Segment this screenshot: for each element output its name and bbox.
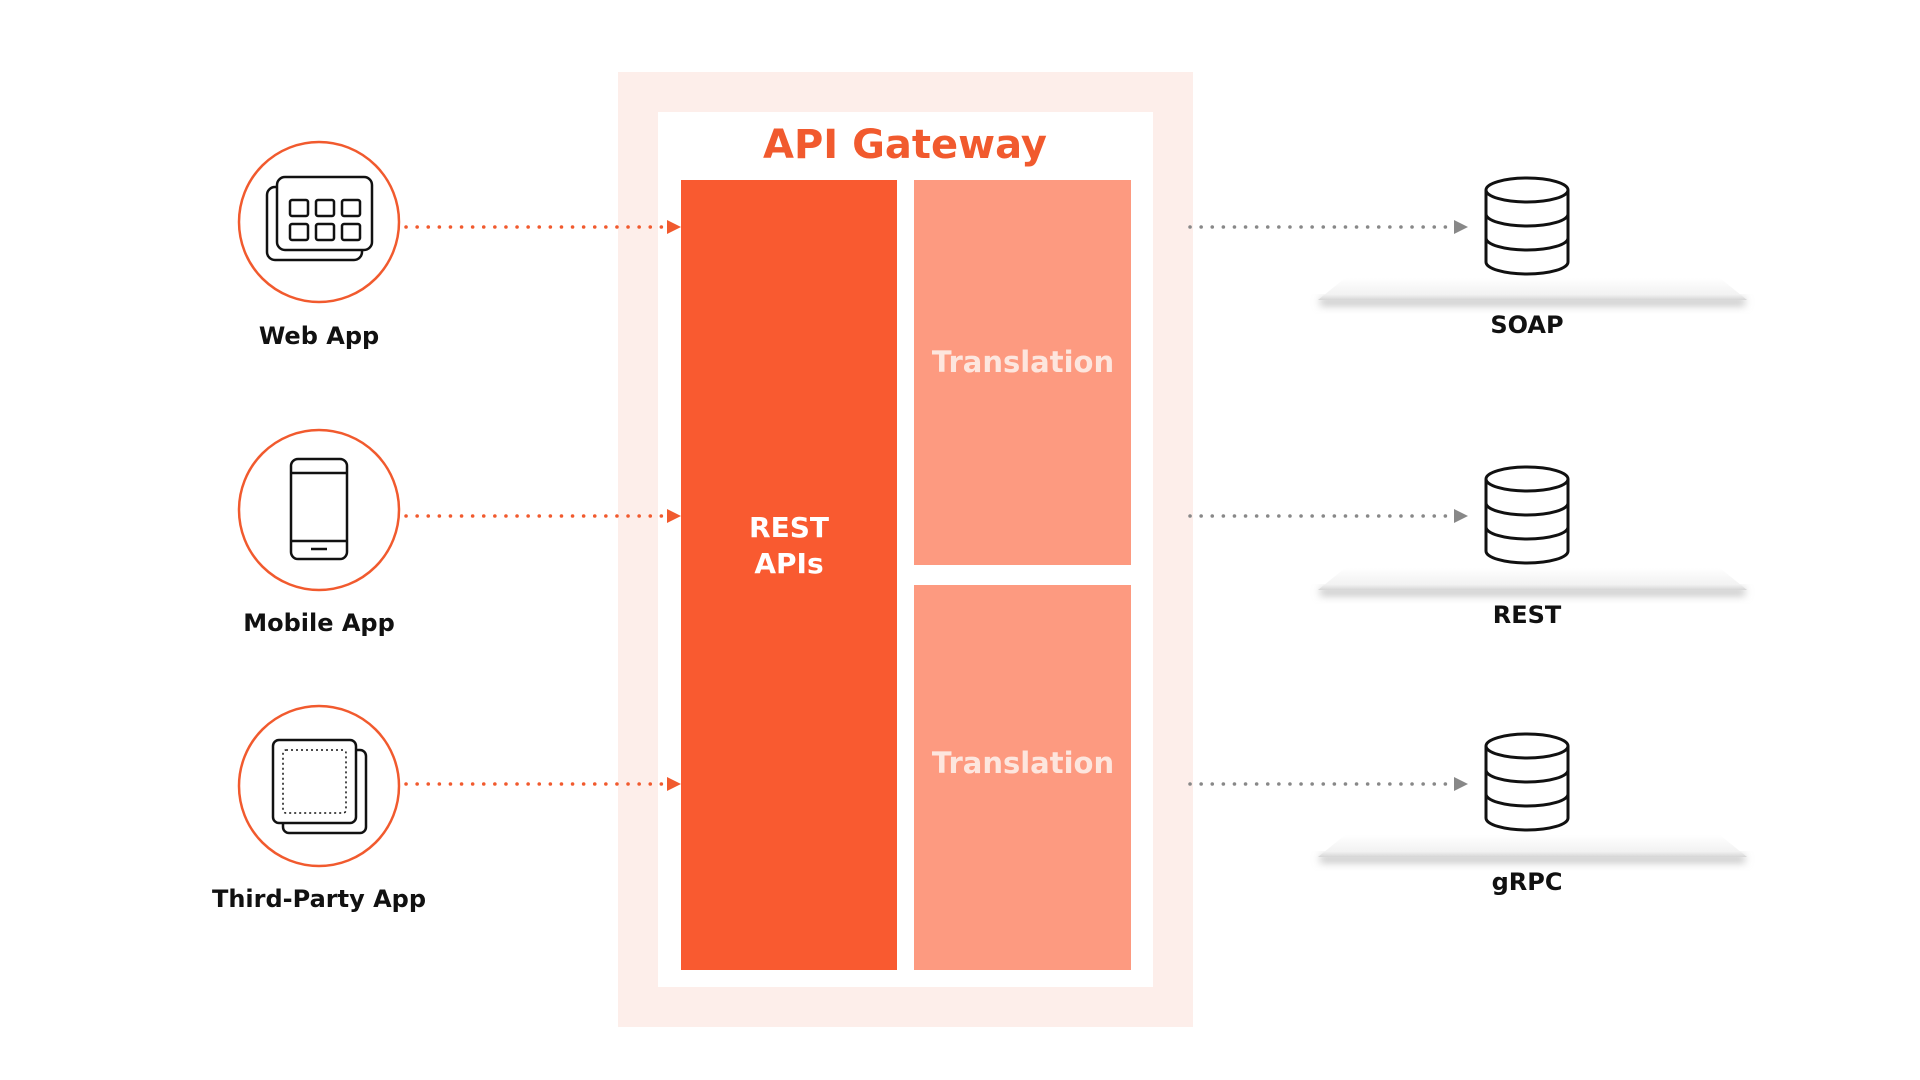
mobile-app-icon-circle [237, 428, 401, 592]
rest-label: REST [1493, 601, 1562, 629]
arrowhead-icon [667, 509, 681, 523]
database-icon [1484, 465, 1570, 565]
translation-block-top: Translation [914, 180, 1131, 565]
rest-apis-label-line1: REST [749, 511, 829, 544]
arrowhead-icon [667, 777, 681, 791]
translation-block-top-bg [914, 180, 1131, 565]
third-party-app-icon [271, 738, 368, 835]
connector-mobile-app [404, 509, 681, 523]
client-third-party-app: Third-Party App [212, 704, 426, 913]
database-icon [1484, 732, 1570, 832]
database-icon [1484, 176, 1570, 276]
connector-grpc [1188, 777, 1468, 791]
connector-rest [1188, 509, 1468, 523]
platform-shadow [1318, 835, 1747, 863]
arrowhead-icon [1454, 220, 1468, 234]
connector-third-party-app [404, 777, 681, 791]
rest-apis-block-bg [681, 180, 897, 970]
web-app-label: Web App [259, 322, 379, 350]
rest-apis-block: REST APIs [681, 180, 897, 970]
backend-soap: SOAP [1318, 176, 1747, 339]
mobile-phone-icon [289, 457, 349, 561]
translation-label-top: Translation [932, 345, 1114, 379]
web-app-icon [265, 175, 374, 262]
translation-block-bottom-bg [914, 585, 1131, 970]
backend-connectors [1188, 220, 1468, 791]
grpc-label: gRPC [1492, 868, 1563, 896]
client-connectors [404, 220, 681, 791]
platform-shadow [1318, 278, 1747, 306]
connector-web-app [404, 220, 681, 234]
third-party-app-label: Third-Party App [212, 885, 426, 913]
backend-rest: REST [1318, 465, 1747, 629]
backend-grpc: gRPC [1318, 732, 1747, 896]
platform-shadow [1318, 568, 1747, 596]
translation-label-bottom: Translation [932, 746, 1114, 780]
api-gateway: API Gateway REST APIs Translation Transl… [618, 72, 1193, 1027]
client-mobile-app: Mobile App [237, 428, 401, 637]
gateway-title: API Gateway [763, 122, 1047, 168]
mobile-app-label: Mobile App [243, 609, 395, 637]
arrowhead-icon [667, 220, 681, 234]
arrowhead-icon [1454, 509, 1468, 523]
translation-block-bottom: Translation [914, 585, 1131, 970]
client-web-app: Web App [237, 140, 401, 350]
connector-soap [1188, 220, 1468, 234]
arrowhead-icon [1454, 777, 1468, 791]
rest-apis-label-line2: APIs [754, 547, 823, 580]
soap-label: SOAP [1490, 311, 1563, 339]
